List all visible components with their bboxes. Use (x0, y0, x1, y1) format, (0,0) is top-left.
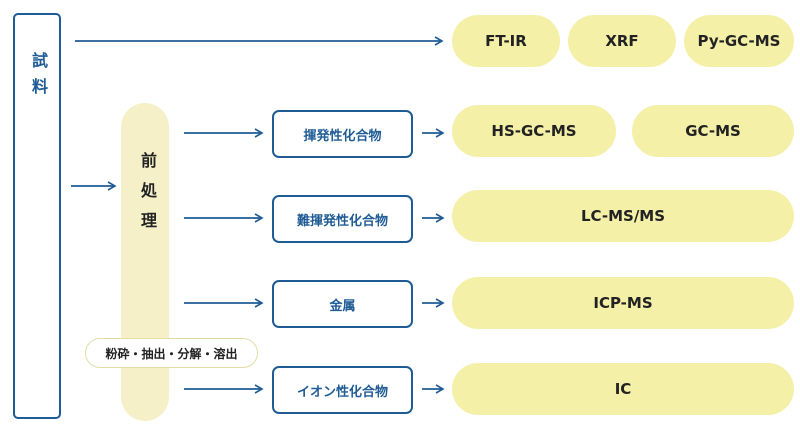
pretreatment-note: 粉砕・抽出・分解・溶出 (85, 338, 258, 368)
pretreatment-column (121, 103, 169, 421)
category-ionic: イオン性化合物 (272, 366, 413, 414)
method-py-gc-ms: Py-GC-MS (684, 15, 794, 67)
method-lc-ms-ms: LC-MS/MS (452, 190, 794, 242)
method-ftir: FT-IR (452, 15, 560, 67)
method-gc-ms: GC-MS (632, 105, 794, 157)
method-xrf: XRF (568, 15, 676, 67)
method-hs-gc-ms: HS-GC-MS (452, 105, 616, 157)
category-metal: 金属 (272, 280, 413, 328)
category-volatile: 揮発性化合物 (272, 110, 413, 158)
sample-label: 試料 (29, 52, 48, 104)
method-ic: IC (452, 363, 794, 415)
category-nonvolatile: 難揮発性化合物 (272, 195, 413, 243)
sample-box (13, 13, 61, 419)
method-icp-ms: ICP-MS (452, 277, 794, 329)
pretreatment-label: 前処理 (138, 152, 157, 242)
